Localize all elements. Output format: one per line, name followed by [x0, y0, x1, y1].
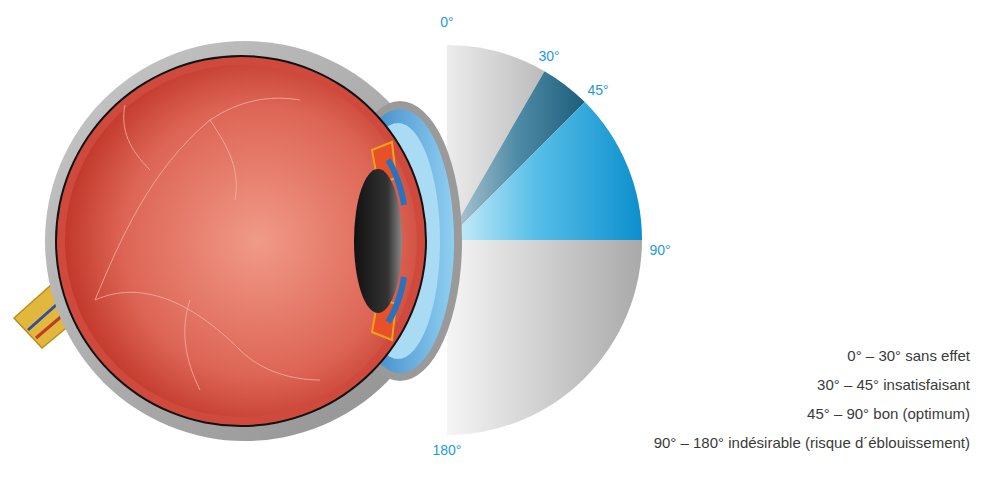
- angle-label: 45°: [587, 82, 608, 99]
- angle-label: 180°: [433, 442, 462, 459]
- zone-note: 45° – 90° bon (optimum): [807, 405, 970, 423]
- sector-glare: [447, 240, 642, 435]
- sector-optimum: [447, 102, 642, 240]
- zone-note: 90° – 180° indésirable (risque d´éblouis…: [654, 434, 970, 452]
- angle-label: 0°: [440, 14, 453, 31]
- retina: [65, 65, 417, 417]
- choroid-line: [55, 55, 427, 427]
- sclera: [45, 41, 445, 441]
- lens: [354, 169, 402, 313]
- choroid: [57, 57, 425, 425]
- retinal-vessels: [95, 98, 320, 390]
- angle-label: 30°: [538, 48, 559, 65]
- eyeball: [45, 41, 462, 441]
- zone-note: 30° – 45° insatisfaisant: [817, 376, 970, 394]
- angle-label: 90°: [649, 242, 670, 259]
- angle-fan: [447, 45, 642, 435]
- zone-note: 0° – 30° sans effet: [847, 347, 970, 365]
